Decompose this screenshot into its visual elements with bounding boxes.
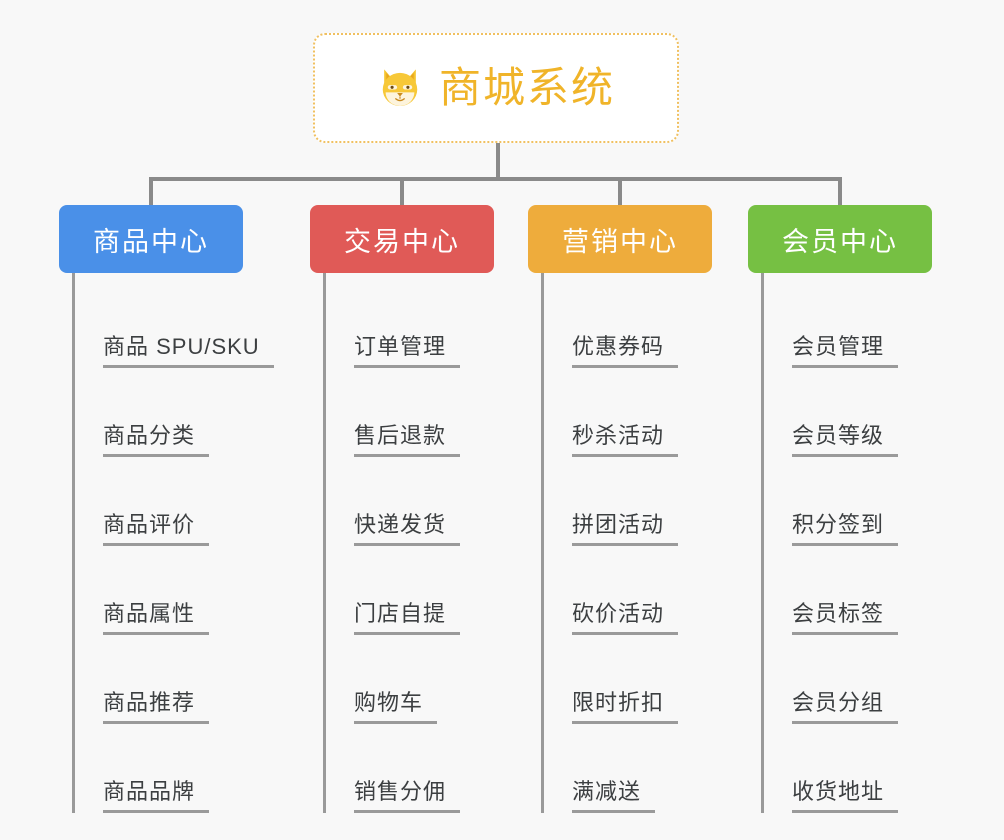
leaf-label: 限时折扣 — [572, 690, 679, 724]
leaf-label: 收货地址 — [792, 779, 899, 813]
leaf-label: 商品推荐 — [103, 690, 210, 724]
leaf-item[interactable]: 收货地址 — [764, 724, 932, 813]
leaf-label: 会员等级 — [792, 423, 899, 457]
leaf-item[interactable]: 销售分佣 — [326, 724, 494, 813]
leaf-item[interactable]: 限时折扣 — [544, 635, 712, 724]
leaf-label: 商品属性 — [103, 601, 210, 635]
leaf-item[interactable]: 积分签到 — [764, 457, 932, 546]
leaf-item[interactable]: 会员标签 — [764, 546, 932, 635]
shiba-dog-icon — [382, 69, 418, 108]
leaf-label: 砍价活动 — [572, 601, 679, 635]
leaf-item[interactable]: 门店自提 — [326, 546, 494, 635]
leaf-item[interactable]: 商品品牌 — [75, 724, 243, 813]
leaf-label: 购物车 — [354, 690, 438, 724]
leaf-label: 会员分组 — [792, 690, 899, 724]
leaf-item[interactable]: 会员管理 — [764, 279, 932, 368]
leaf-item[interactable]: 订单管理 — [326, 279, 494, 368]
connector-drop-2 — [400, 177, 404, 207]
leaf-stack-3: 优惠券码 秒杀活动 拼团活动 砍价活动 限时折扣 满减送 — [541, 273, 712, 813]
branch-header-3[interactable]: 营销中心 — [528, 205, 712, 273]
leaf-item[interactable]: 拼团活动 — [544, 457, 712, 546]
branch-header-4[interactable]: 会员中心 — [748, 205, 932, 273]
leaf-stack-2: 订单管理 售后退款 快递发货 门店自提 购物车 销售分佣 — [323, 273, 494, 813]
leaf-label: 积分签到 — [792, 512, 899, 546]
leaf-item[interactable]: 售后退款 — [326, 368, 494, 457]
leaf-label: 会员管理 — [792, 334, 899, 368]
leaf-item[interactable]: 商品分类 — [75, 368, 243, 457]
leaf-label: 拼团活动 — [572, 512, 679, 546]
branch-header-label-1: 商品中心 — [93, 226, 209, 257]
branch-column-3: 营销中心 优惠券码 秒杀活动 拼团活动 砍价活动 限时折扣 满减送 — [528, 205, 712, 813]
leaf-label: 门店自提 — [354, 601, 461, 635]
connector-horizontal-bus — [151, 177, 841, 181]
leaf-label: 商品分类 — [103, 423, 210, 457]
leaf-item[interactable]: 秒杀活动 — [544, 368, 712, 457]
branch-header-label-2: 交易中心 — [344, 226, 460, 257]
leaf-item[interactable]: 商品 SPU/SKU — [75, 279, 274, 368]
leaf-label: 秒杀活动 — [572, 423, 679, 457]
leaf-item[interactable]: 会员分组 — [764, 635, 932, 724]
leaf-item[interactable]: 商品推荐 — [75, 635, 243, 724]
root-title: 商城系统 — [438, 64, 615, 111]
connector-root-stub — [496, 143, 500, 179]
leaf-item[interactable]: 满减送 — [544, 724, 712, 813]
leaf-label: 满减送 — [572, 779, 656, 813]
leaf-label: 商品评价 — [103, 512, 210, 546]
branch-column-2: 交易中心 订单管理 售后退款 快递发货 门店自提 购物车 销售分佣 — [310, 205, 494, 813]
leaf-label: 商品品牌 — [103, 779, 210, 813]
branch-header-2[interactable]: 交易中心 — [310, 205, 494, 273]
connector-drop-3 — [618, 177, 622, 207]
leaf-item[interactable]: 会员等级 — [764, 368, 932, 457]
leaf-item[interactable]: 砍价活动 — [544, 546, 712, 635]
branch-header-label-3: 营销中心 — [562, 226, 678, 257]
leaf-label: 销售分佣 — [354, 779, 461, 813]
leaf-item[interactable]: 商品评价 — [75, 457, 243, 546]
leaf-stack-4: 会员管理 会员等级 积分签到 会员标签 会员分组 收货地址 — [761, 273, 932, 813]
root-node[interactable]: 商城系统 — [313, 33, 679, 143]
branch-column-4: 会员中心 会员管理 会员等级 积分签到 会员标签 会员分组 收货地址 — [748, 205, 932, 813]
leaf-label: 优惠券码 — [572, 334, 679, 368]
leaf-label: 售后退款 — [354, 423, 461, 457]
branch-column-1: 商品中心 商品 SPU/SKU 商品分类 商品评价 商品属性 商品推荐 商品品牌 — [59, 205, 274, 813]
leaf-label: 订单管理 — [354, 334, 461, 368]
connector-drop-4 — [838, 177, 842, 207]
leaf-item[interactable]: 商品属性 — [75, 546, 243, 635]
leaf-label: 会员标签 — [792, 601, 899, 635]
leaf-item[interactable]: 快递发货 — [326, 457, 494, 546]
leaf-stack-1: 商品 SPU/SKU 商品分类 商品评价 商品属性 商品推荐 商品品牌 — [72, 273, 274, 813]
leaf-label: 商品 SPU/SKU — [103, 334, 274, 368]
branch-header-1[interactable]: 商品中心 — [59, 205, 243, 273]
leaf-item[interactable]: 购物车 — [326, 635, 494, 724]
leaf-label: 快递发货 — [354, 512, 461, 546]
leaf-item[interactable]: 优惠券码 — [544, 279, 712, 368]
connector-drop-1 — [149, 177, 153, 207]
branch-header-label-4: 会员中心 — [782, 226, 898, 257]
